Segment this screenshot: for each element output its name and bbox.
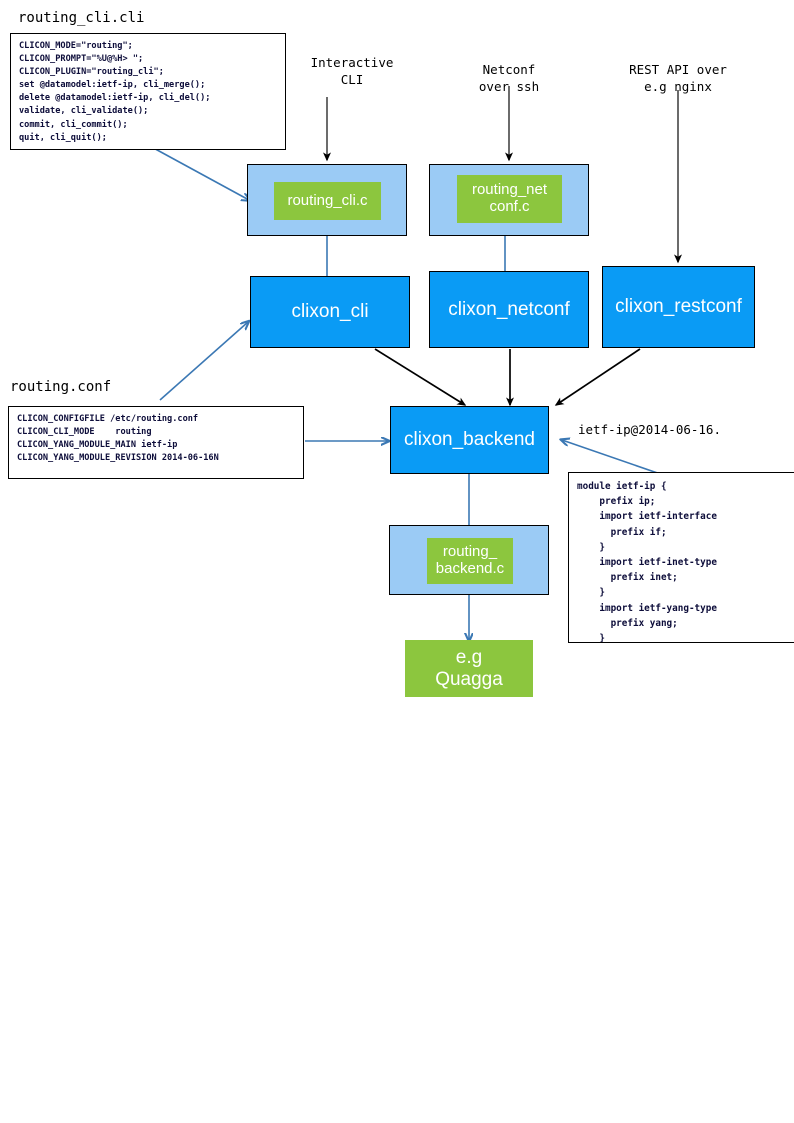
clixon-netconf-node[interactable]: clixon_netconf xyxy=(429,271,589,348)
interactive-cli-caption: Interactive CLI xyxy=(310,55,394,87)
routing-cli-file-label: routing_cli.cli xyxy=(18,10,145,26)
clixon-cli-node[interactable]: clixon_cli xyxy=(250,276,410,348)
routing-cli-plugin-container[interactable]: routing_cli.c xyxy=(247,164,407,236)
ietf-ip-yang-codebox: module ietf-ip { prefix ip; import ietf-… xyxy=(568,472,794,643)
routing-netconf-c-node[interactable]: routing_net conf.c xyxy=(457,175,562,223)
quagga-node[interactable]: e.g Quagga xyxy=(405,640,533,697)
clixon-backend-node[interactable]: clixon_backend xyxy=(390,406,549,474)
edge-cli-to-backend xyxy=(374,348,467,406)
edge-conf-to-clixoncli xyxy=(159,322,248,401)
routing-cli-cli-codebox: CLICON_MODE="routing"; CLICON_PROMPT="%U… xyxy=(10,33,286,150)
netconf-ssh-caption: Netconf over ssh xyxy=(478,62,540,94)
routing-cli-c-node[interactable]: routing_cli.c xyxy=(274,182,381,220)
routing-conf-codebox: CLICON_CONFIGFILE /etc/routing.conf CLIC… xyxy=(8,406,304,479)
yang-file-label: ietf-ip@2014-06-16. xyxy=(578,422,721,437)
rest-api-caption: REST API over e.g nginx xyxy=(629,62,727,94)
clixon-restconf-node[interactable]: clixon_restconf xyxy=(602,266,755,348)
edge-clifile-to-plugin xyxy=(147,144,249,200)
edge-restconf-to-backend xyxy=(554,348,641,406)
routing-backend-c-node[interactable]: routing_ backend.c xyxy=(427,538,513,584)
routing-backend-plugin-container[interactable]: routing_ backend.c xyxy=(389,525,549,595)
routing-netconf-plugin-container[interactable]: routing_net conf.c xyxy=(429,164,589,236)
routing-conf-file-label: routing.conf xyxy=(10,379,112,395)
